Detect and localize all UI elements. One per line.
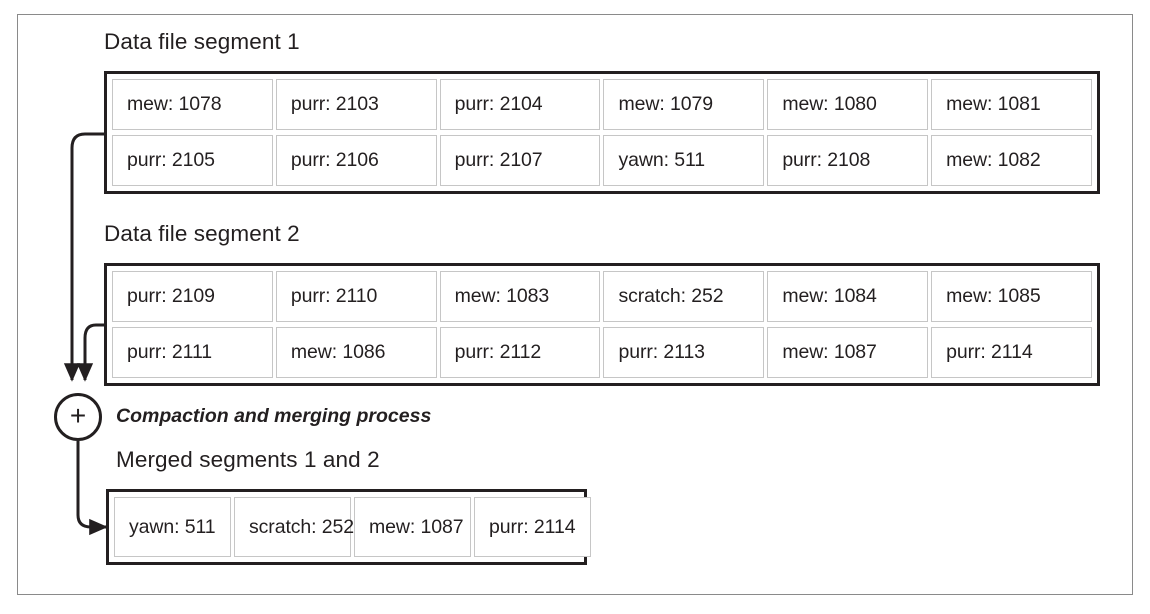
- record-cell[interactable]: mew: 1082: [931, 135, 1092, 186]
- record-cell[interactable]: mew: 1080: [767, 79, 929, 130]
- record-cell[interactable]: purr: 2103: [275, 79, 437, 130]
- segment-1-title: Data file segment 1: [104, 29, 300, 54]
- segment-2-row-2: purr: 2111 mew: 1086 purr: 2112 purr: 21…: [112, 327, 1092, 378]
- record-cell[interactable]: scratch: 252: [603, 271, 765, 322]
- plus-icon: +: [69, 399, 87, 431]
- record-cell[interactable]: purr: 2113: [603, 327, 765, 378]
- record-cell[interactable]: purr: 2114: [931, 327, 1092, 378]
- data-file-segment-2: purr: 2109 purr: 2110 mew: 1083 scratch:…: [104, 263, 1100, 386]
- record-cell[interactable]: purr: 2108: [767, 135, 929, 186]
- record-cell[interactable]: yawn: 511: [603, 135, 765, 186]
- record-cell[interactable]: scratch: 252: [234, 497, 354, 557]
- record-cell[interactable]: mew: 1087: [354, 497, 471, 557]
- record-cell[interactable]: mew: 1083: [439, 271, 601, 322]
- record-cell[interactable]: purr: 2111: [112, 327, 273, 378]
- record-cell[interactable]: mew: 1084: [767, 271, 929, 322]
- record-cell[interactable]: mew: 1086: [275, 327, 437, 378]
- record-cell[interactable]: purr: 2107: [439, 135, 601, 186]
- segment-2-title: Data file segment 2: [104, 221, 300, 246]
- record-cell[interactable]: mew: 1079: [603, 79, 765, 130]
- record-cell[interactable]: mew: 1085: [931, 271, 1092, 322]
- record-cell[interactable]: yawn: 511: [114, 497, 231, 557]
- segment-1-row-1: mew: 1078 purr: 2103 purr: 2104 mew: 107…: [112, 79, 1092, 130]
- record-cell[interactable]: mew: 1087: [767, 327, 929, 378]
- record-cell[interactable]: mew: 1078: [112, 79, 273, 130]
- merged-segments-box: yawn: 511 scratch: 252 mew: 1087 purr: 2…: [106, 489, 591, 565]
- record-cell[interactable]: purr: 2112: [439, 327, 601, 378]
- segment-2-row-1: purr: 2109 purr: 2110 mew: 1083 scratch:…: [112, 271, 1092, 322]
- process-caption: Compaction and merging process: [116, 405, 432, 427]
- record-cell[interactable]: purr: 2106: [275, 135, 437, 186]
- record-cell[interactable]: mew: 1081: [931, 79, 1092, 130]
- record-cell[interactable]: purr: 2110: [275, 271, 437, 322]
- record-cell[interactable]: purr: 2109: [112, 271, 273, 322]
- merge-node: +: [54, 393, 102, 441]
- record-cell[interactable]: purr: 2105: [112, 135, 273, 186]
- record-cell[interactable]: purr: 2114: [474, 497, 591, 557]
- segment-1-row-2: purr: 2105 purr: 2106 purr: 2107 yawn: 5…: [112, 135, 1092, 186]
- merged-row-1: yawn: 511 scratch: 252 mew: 1087 purr: 2…: [114, 497, 591, 557]
- merged-segments-title: Merged segments 1 and 2: [116, 447, 380, 472]
- data-file-segment-1: mew: 1078 purr: 2103 purr: 2104 mew: 107…: [104, 71, 1100, 194]
- record-cell[interactable]: purr: 2104: [439, 79, 601, 130]
